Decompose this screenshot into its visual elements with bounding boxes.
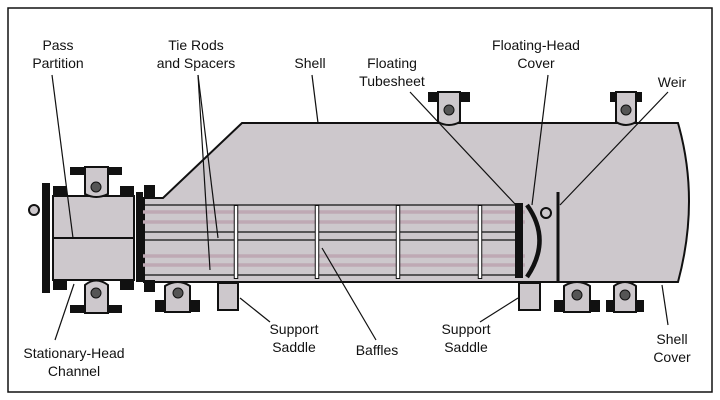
support-saddle-right: [518, 282, 541, 311]
nozzle-bottom-1: [554, 281, 600, 313]
lifting-lug-icon: [540, 207, 552, 219]
label-weir: Weir: [658, 74, 687, 90]
nozzle-bottom-front: [155, 281, 200, 313]
label-shell: Shell: [294, 55, 325, 71]
support-saddle-left: [217, 282, 239, 311]
stationary-head-channel: [28, 166, 155, 314]
shell-nozzles: [155, 91, 644, 313]
nozzle-top-2: [610, 91, 642, 126]
floating-head-cover: [525, 203, 542, 279]
shell: [143, 122, 690, 283]
nozzle-top-1: [428, 91, 470, 126]
floating-tubesheet: [515, 203, 523, 278]
leader-lines: [51, 74, 669, 341]
nozzle-bottom-2: [606, 281, 644, 313]
baffles: [233, 205, 483, 279]
label-baffles: Baffles: [356, 342, 399, 358]
